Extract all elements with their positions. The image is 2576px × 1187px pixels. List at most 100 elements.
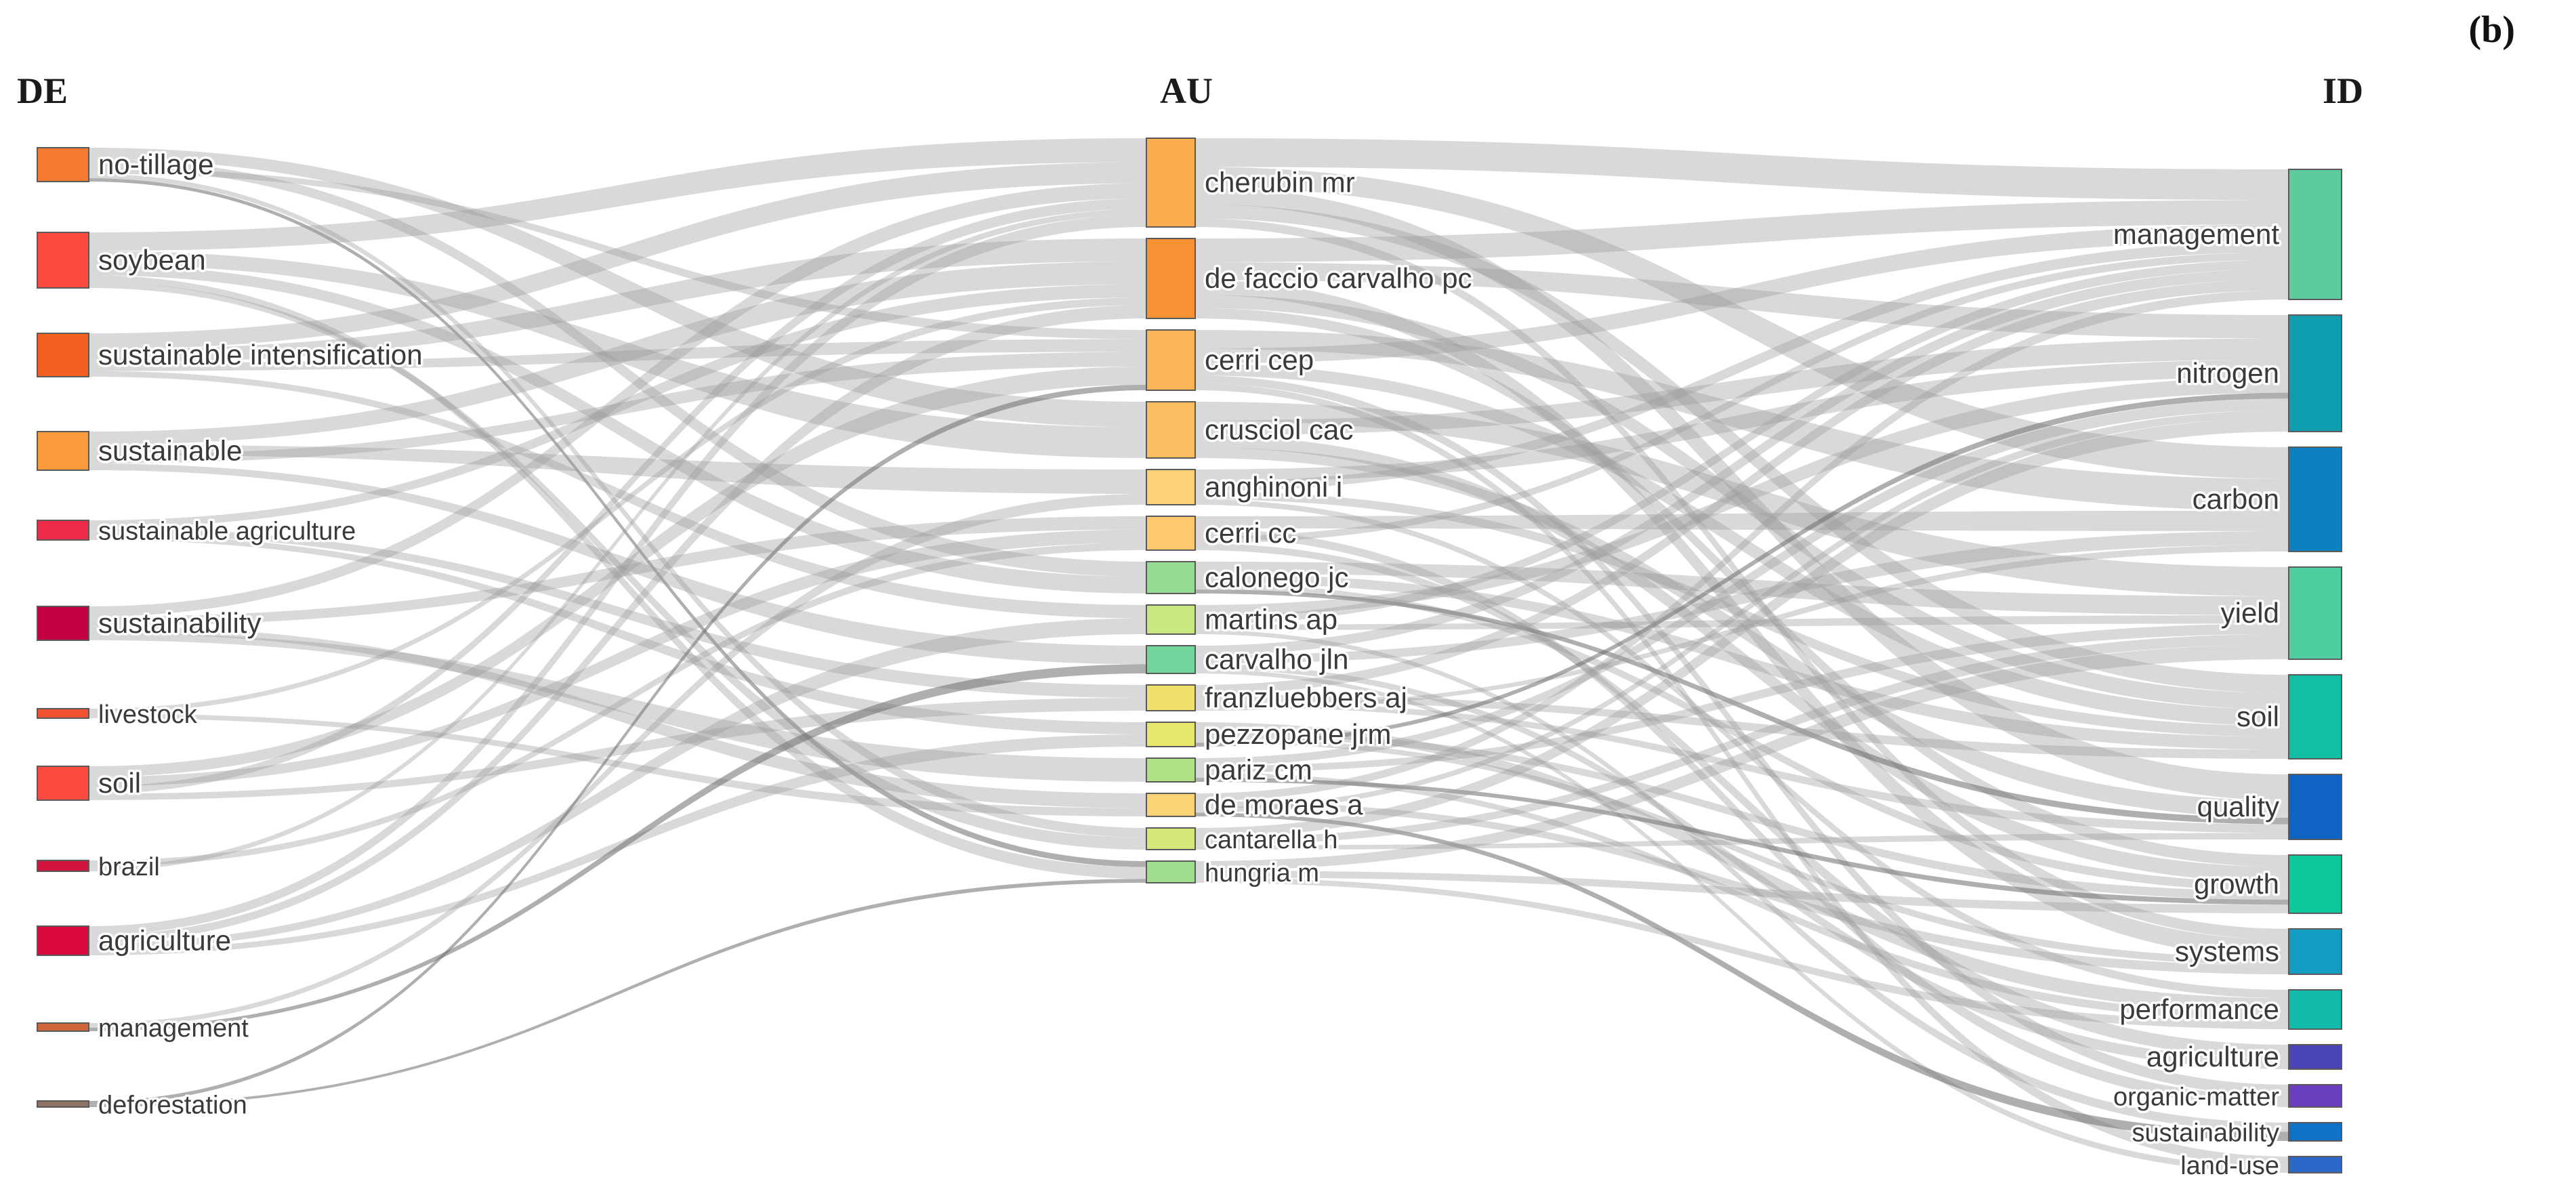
sankey-node-id[interactable] [2288, 928, 2342, 975]
sankey-node-label: soil [98, 767, 141, 799]
sankey-node-de[interactable] [37, 232, 89, 289]
sankey-node-label: de moraes a [1205, 789, 1363, 820]
sankey-link [1195, 589, 2289, 825]
sankey-link [1195, 499, 2289, 999]
sankey-node-label: sustainability [2132, 1119, 2279, 1148]
sankey-link [89, 275, 1146, 879]
sankey-node-id[interactable] [2288, 1156, 2342, 1173]
sankey-node-de[interactable] [37, 1022, 89, 1032]
sankey-link [1195, 259, 2289, 625]
sankey-link [1195, 224, 2289, 364]
sankey-node-au[interactable] [1146, 827, 1196, 850]
sankey-node-label: soil [2237, 701, 2279, 732]
sankey-node-de[interactable] [37, 766, 89, 801]
sankey-node-de[interactable] [37, 860, 89, 872]
sankey-link [89, 516, 1146, 626]
sankey-link [1195, 543, 2289, 1058]
sankey-node-id[interactable] [2288, 1084, 2342, 1108]
sankey-link [1195, 528, 2289, 1107]
sankey-node-au[interactable] [1146, 757, 1196, 783]
sankey-node-label: agriculture [2146, 1041, 2279, 1073]
links-layer [89, 138, 2289, 1173]
sankey-link [89, 251, 1146, 458]
sankey-link [89, 264, 1146, 594]
sankey-node-au[interactable] [1146, 604, 1196, 635]
sankey-link [1195, 218, 2289, 940]
sankey-link [1195, 375, 2289, 1096]
sankey-link [1195, 694, 2289, 759]
sankey-node-au[interactable] [1146, 860, 1196, 883]
sankey-link [1195, 447, 2289, 818]
sankey-node-de[interactable] [37, 606, 89, 641]
sankey-link [89, 625, 1146, 808]
sankey-node-label: cantarella h [1205, 826, 1337, 854]
sankey-node-au[interactable] [1146, 238, 1196, 319]
sankey-node-id[interactable] [2288, 1044, 2342, 1070]
sankey-node-au[interactable] [1146, 793, 1196, 817]
sankey-node-label: growth [2194, 868, 2279, 900]
sankey-link [1195, 200, 2289, 262]
sankey-link [1195, 644, 2289, 871]
sankey-node-label: cerri cep [1205, 344, 1314, 376]
sankey-link [89, 215, 1146, 936]
sankey-node-au[interactable] [1146, 645, 1196, 674]
sankey-node-label: cherubin mr [1205, 167, 1355, 199]
sankey-node-id[interactable] [2288, 989, 2342, 1030]
sankey-node-de[interactable] [37, 925, 89, 956]
sankey-node-au[interactable] [1146, 684, 1196, 711]
sankey-link [89, 168, 1146, 339]
sankey-node-au[interactable] [1146, 722, 1196, 747]
sankey-link [89, 879, 1146, 1107]
sankey-link [89, 384, 1146, 1105]
sankey-link [1195, 186, 2289, 801]
sankey-node-de[interactable] [37, 520, 89, 541]
sankey-node-label: sustainable agriculture [98, 518, 356, 546]
sankey-node-id[interactable] [2288, 674, 2342, 759]
sankey-link [1195, 833, 2289, 850]
sankey-node-au[interactable] [1146, 401, 1196, 459]
sankey-link [1195, 731, 2289, 900]
sankey-node-de[interactable] [37, 333, 89, 377]
sankey-link [1195, 359, 2289, 482]
sankey-node-au[interactable] [1146, 138, 1196, 228]
sankey-node-id[interactable] [2288, 446, 2342, 552]
sankey-node-label: martins ap [1205, 604, 1337, 636]
sankey-link [1195, 295, 2289, 710]
sankey-link [89, 734, 1146, 955]
sankey-node-label: systems [2175, 936, 2279, 967]
sankey-link [1195, 669, 2289, 1173]
sankey-node-id[interactable] [2288, 169, 2342, 300]
sankey-node-label: cerri cc [1205, 517, 1296, 549]
sankey-node-au[interactable] [1146, 561, 1196, 594]
sankey-node-de[interactable] [37, 708, 89, 719]
sankey-link [89, 618, 1146, 950]
sankey-link [1195, 871, 2289, 913]
sankey-link [1195, 330, 2289, 511]
sankey-node-label: no-tillage [98, 148, 213, 180]
sankey-node-id[interactable] [2288, 774, 2342, 840]
sankey-node-label: deforestation [98, 1091, 247, 1120]
sankey-link [1195, 308, 2289, 867]
sankey-node-id[interactable] [2288, 314, 2342, 432]
sankey-node-au[interactable] [1146, 329, 1196, 391]
sankey-link [89, 173, 1146, 838]
sankey-node-id[interactable] [2288, 566, 2342, 660]
sankey-node-id[interactable] [2288, 1122, 2342, 1142]
sankey-link [89, 463, 1146, 665]
sankey-node-au[interactable] [1146, 516, 1196, 551]
sankey-link [89, 543, 1146, 867]
sankey-link [89, 183, 1146, 617]
sankey-node-de[interactable] [37, 147, 89, 182]
sankey-node-de[interactable] [37, 1100, 89, 1108]
sankey-link [89, 352, 1146, 464]
sankey-node-label: sustainability [98, 607, 261, 639]
sankey-node-au[interactable] [1146, 469, 1196, 505]
sankey-link [1195, 510, 2289, 531]
sankey-link [1195, 338, 2289, 436]
sankey-link [1195, 530, 2289, 664]
sankey-node-label: management [98, 1014, 249, 1043]
sankey-link [1195, 629, 2289, 1132]
sankey-node-de[interactable] [37, 431, 89, 471]
sankey-node-id[interactable] [2288, 854, 2342, 914]
